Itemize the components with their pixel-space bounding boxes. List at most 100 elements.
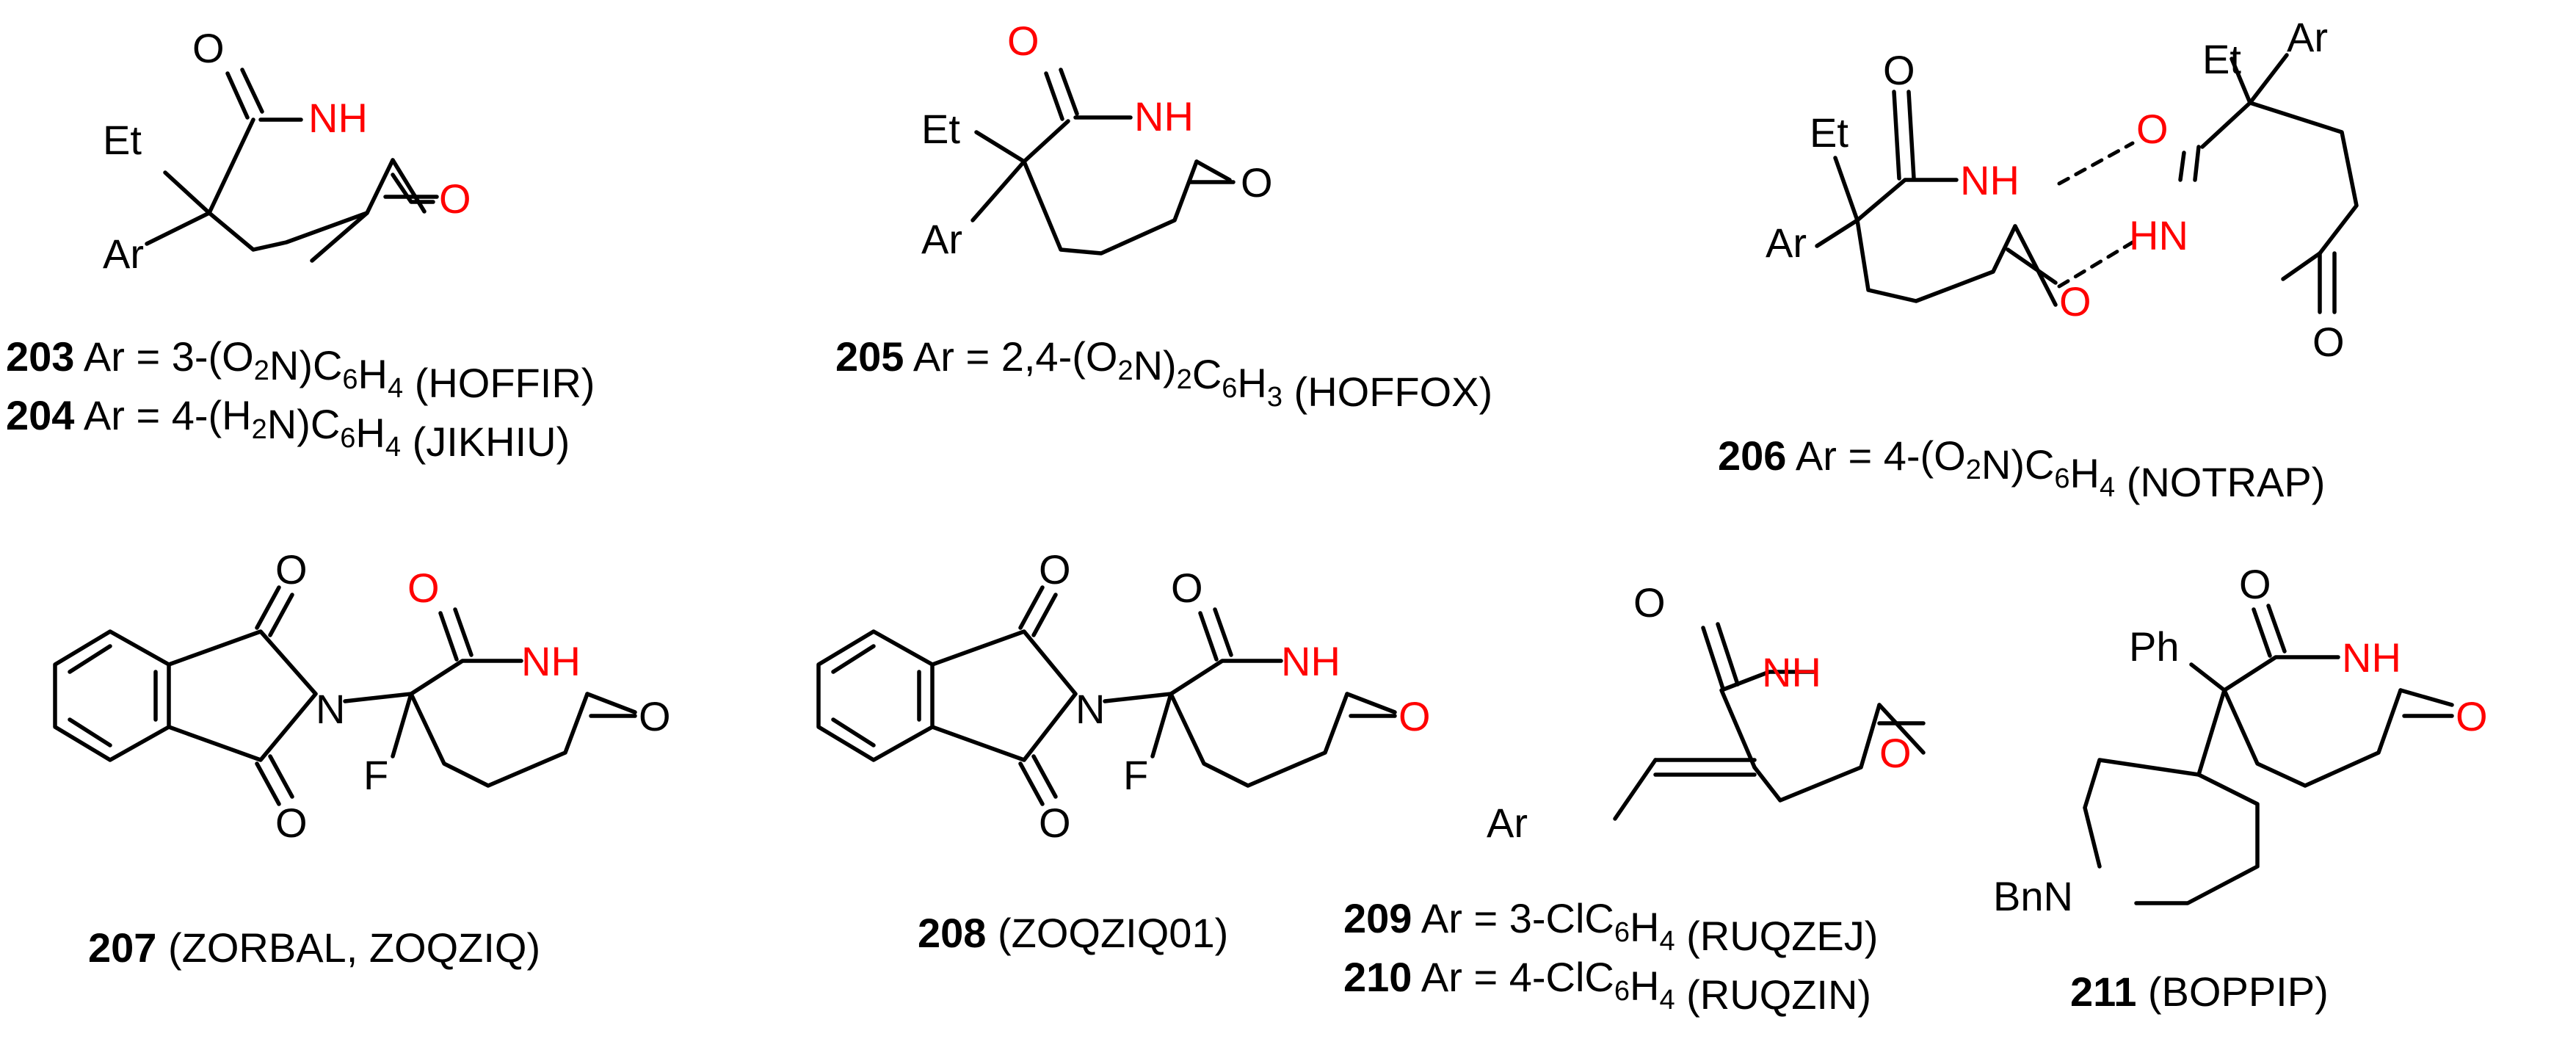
atom-o: O <box>1241 159 1273 206</box>
caption-text: H <box>358 351 388 397</box>
caption-subscript: 2 <box>252 414 267 445</box>
caption-text: (HOFFIR) <box>403 360 595 406</box>
atom-et: Et <box>103 117 142 163</box>
caption-text: N)C <box>1981 441 2055 488</box>
structure-208: O O N O NH O F <box>816 546 1431 846</box>
caption-text: H <box>1630 963 1659 1009</box>
caption-text: (NOTRAP) <box>2115 459 2325 505</box>
atom-o: O <box>439 175 471 222</box>
caption-text: (ZORBAL, ZOQZIQ) <box>156 924 540 971</box>
caption-subscript: 6 <box>342 364 358 395</box>
atom-ar: Ar <box>103 231 144 277</box>
caption-subscript: 6 <box>1222 373 1237 404</box>
caption-text: H <box>1237 360 1266 406</box>
atom-ph: Ph <box>2129 623 2180 670</box>
compound-number: 211 <box>2070 969 2136 1015</box>
atom-o: O <box>192 25 225 71</box>
compound-number: 210 <box>1343 954 1412 1000</box>
caption-subscript: 2 <box>1966 455 1981 485</box>
atom-o: O <box>275 800 308 846</box>
caption-subscript: 6 <box>2054 463 2069 494</box>
atom-n: N <box>316 686 345 732</box>
caption-subscript: 4 <box>2100 472 2115 503</box>
atom-o: O <box>1879 730 1912 776</box>
structure-207: O O N O NH O F <box>53 546 671 846</box>
caption-text: Ar = 4-ClC <box>1412 954 1614 1000</box>
caption-text: N)C <box>267 401 341 447</box>
caption-text: Ar = 4-(H <box>74 392 251 438</box>
caption-text: (HOFFOX) <box>1282 369 1492 415</box>
caption-subscript: 6 <box>340 423 355 454</box>
compound-number: 203 <box>6 333 74 380</box>
atom-f: F <box>1123 752 1148 798</box>
atom-o: O <box>2239 561 2271 607</box>
atom-o: O <box>2312 319 2345 365</box>
atom-o: O <box>2059 278 2091 325</box>
atom-o: O <box>1039 546 1071 593</box>
caption-subscript: 2 <box>1117 355 1133 386</box>
atom-o: O <box>639 693 671 739</box>
atom-et: Et <box>2202 36 2241 82</box>
caption-subscript: 3 <box>1267 382 1282 413</box>
caption-text: H <box>1630 904 1659 950</box>
structure-211: O NH O Ph BnN <box>1993 561 2488 919</box>
caption-subscript: 6 <box>1614 976 1630 1007</box>
caption-subscript: 6 <box>1614 917 1630 948</box>
caption-207: 207 (ZORBAL, ZOQZIQ) <box>88 924 540 971</box>
atom-nh: NH <box>2342 634 2401 681</box>
atom-o: O <box>1883 47 1915 93</box>
structure-205: O NH O Et Ar <box>921 18 1273 262</box>
caption-210: 210 Ar = 4-ClC6H4 (RUQZIN) <box>1343 954 1871 1018</box>
structure-209-210: O NH O Ar <box>1487 579 1926 846</box>
structure-206: O NH O Et Ar O HN Et Ar O <box>1766 14 2359 365</box>
caption-text: Ar = 4-(O <box>1786 432 1965 479</box>
atom-o: O <box>1398 693 1431 739</box>
compound-number: 204 <box>6 392 74 438</box>
atom-f: F <box>363 752 388 798</box>
caption-206: 206 Ar = 4-(O2N)C6H4 (NOTRAP) <box>1718 432 2325 505</box>
atom-o: O <box>2456 693 2488 739</box>
atom-o: O <box>1171 565 1203 611</box>
caption-211: 211 (BOPPIP) <box>2070 969 2329 1015</box>
caption-208: 208 (ZOQZIQ01) <box>918 910 1228 956</box>
caption-203: 203 Ar = 3-(O2N)C6H4 (HOFFIR) <box>6 333 595 406</box>
caption-209: 209 Ar = 3-ClC6H4 (RUQZEJ) <box>1343 895 1878 959</box>
atom-nh: NH <box>1960 157 2020 203</box>
atom-nh: NH <box>308 95 368 141</box>
caption-subscript: 4 <box>1659 985 1675 1016</box>
compound-number: 207 <box>88 924 156 971</box>
caption-205: 205 Ar = 2,4-(O2N)2C6H3 (HOFFOX) <box>835 333 1492 415</box>
caption-text: H <box>355 410 385 456</box>
atom-et: Et <box>921 106 960 152</box>
compound-number: 206 <box>1718 432 1786 479</box>
caption-204: 204 Ar = 4-(H2N)C6H4 (JIKHIU) <box>6 392 570 465</box>
atom-o: O <box>2136 106 2169 152</box>
atom-o: O <box>275 546 308 593</box>
atom-nh: NH <box>1134 93 1194 140</box>
caption-text: N) <box>1133 342 1177 388</box>
atom-ar: Ar <box>1766 220 1807 266</box>
atom-o: O <box>1039 800 1071 846</box>
caption-text: (ZOQZIQ01) <box>986 910 1228 956</box>
caption-text: Ar = 3-(O <box>74 333 253 380</box>
compound-number: 208 <box>918 910 986 956</box>
atom-o: O <box>1633 579 1666 626</box>
compound-number: 209 <box>1343 895 1412 941</box>
caption-text: C <box>1192 351 1222 397</box>
atom-ar: Ar <box>2287 14 2328 60</box>
compound-number: 205 <box>835 333 904 380</box>
caption-text: (JIKHIU) <box>401 419 570 465</box>
caption-text: Ar = 3-ClC <box>1412 895 1614 941</box>
caption-subscript: 2 <box>254 355 269 386</box>
caption-subscript: 4 <box>385 432 401 463</box>
caption-text: (RUQZEJ) <box>1675 913 1879 959</box>
caption-subscript: 4 <box>1659 926 1675 957</box>
caption-subscript: 4 <box>388 373 403 404</box>
atom-o: O <box>407 565 440 611</box>
atom-nh: NH <box>1281 638 1340 684</box>
atom-hn: HN <box>2129 212 2188 258</box>
caption-text: N)C <box>269 342 343 388</box>
caption-text: H <box>2070 450 2100 496</box>
